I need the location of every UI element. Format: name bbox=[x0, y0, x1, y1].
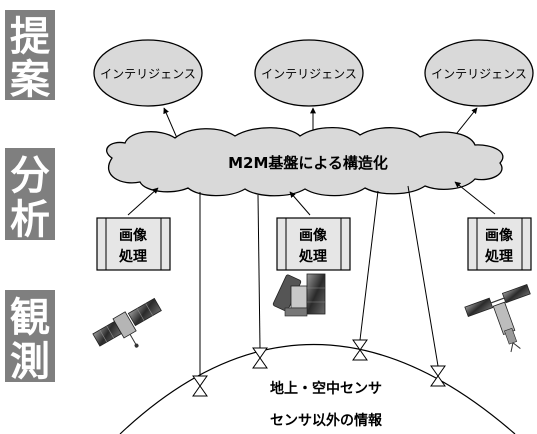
stage-observation-box bbox=[5, 290, 55, 382]
intelligence-ellipse bbox=[93, 39, 203, 107]
stage-proposal-box bbox=[5, 10, 55, 100]
sensor-link-2 bbox=[257, 194, 261, 349]
image-processing-line2: 処理 bbox=[484, 248, 513, 265]
hourglass-sensor-icon bbox=[430, 365, 446, 387]
intelligence-node-1: インテリジェンス bbox=[93, 39, 203, 107]
image-processing-box-1: 画像 処理 bbox=[96, 217, 171, 271]
stage-observation: 観 測 bbox=[5, 290, 55, 385]
m2m-cloud-shape bbox=[106, 127, 504, 197]
intelligence-ellipse bbox=[424, 39, 534, 107]
arrow-proc2-to-cloud bbox=[289, 191, 311, 216]
intelligence-node-2: インテリジェンス bbox=[254, 39, 364, 107]
satellite-icon bbox=[272, 273, 326, 317]
sensor-link-4 bbox=[407, 185, 439, 367]
intelligence-label: インテリジェンス bbox=[261, 67, 357, 81]
stage-analysis-box bbox=[5, 148, 55, 240]
non-sensor-info-label: センサ以外の情報 bbox=[270, 412, 383, 429]
image-processing-line1: 画像 bbox=[299, 227, 328, 244]
image-processing-line2: 処理 bbox=[118, 248, 147, 265]
arrow-proc3-to-cloud bbox=[454, 181, 496, 215]
satellite-icon bbox=[92, 297, 162, 348]
hourglass-sensor-icon bbox=[352, 339, 368, 361]
intelligence-ellipse bbox=[254, 39, 364, 107]
ground-arc bbox=[119, 344, 516, 434]
stage-proposal-char-1: 提 bbox=[10, 14, 50, 60]
intelligence-node-3: インテリジェンス bbox=[424, 39, 534, 107]
m2m-cloud-label: M2M基盤による構造化 bbox=[228, 154, 388, 172]
satellite-icon bbox=[464, 283, 531, 353]
stage-analysis-char-2: 析 bbox=[10, 197, 50, 243]
stage-analysis: 分 析 bbox=[5, 148, 55, 243]
intelligence-label: インテリジェンス bbox=[100, 67, 196, 81]
stage-proposal-char-2: 案 bbox=[10, 57, 51, 103]
image-processing-line1: 画像 bbox=[485, 227, 514, 244]
stage-proposal: 提 案 bbox=[5, 10, 55, 103]
image-processing-box-3: 画像 処理 bbox=[467, 217, 532, 271]
stage-observation-char-1: 観 bbox=[10, 295, 50, 341]
arrow-proc1-to-cloud bbox=[127, 187, 159, 216]
image-processing-box-2: 画像 処理 bbox=[276, 217, 351, 271]
hourglass-sensor-icon bbox=[192, 375, 208, 397]
sensor-link-3 bbox=[359, 190, 379, 341]
ground-sensors-label: 地上・空中センサ bbox=[270, 380, 382, 397]
image-processing-line1: 画像 bbox=[119, 227, 148, 244]
intelligence-label: インテリジェンス bbox=[431, 67, 527, 81]
stage-analysis-char-1: 分 bbox=[10, 153, 50, 199]
image-processing-line2: 処理 bbox=[298, 248, 327, 265]
hourglass-sensor-icon bbox=[252, 347, 268, 369]
stage-observation-char-2: 測 bbox=[10, 339, 50, 385]
